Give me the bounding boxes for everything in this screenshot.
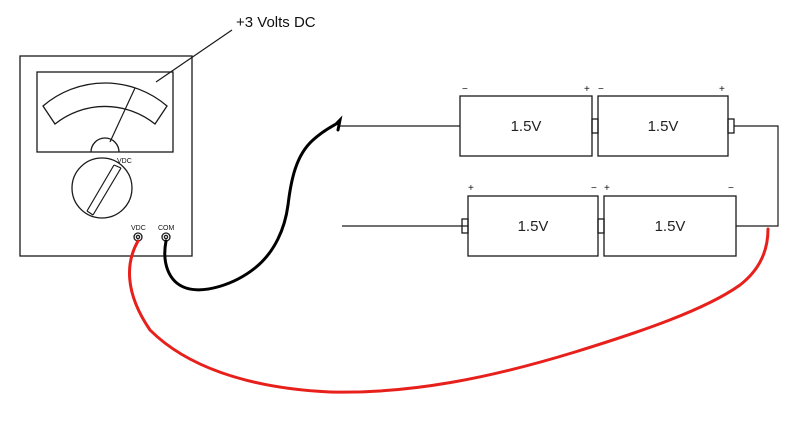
meter-case xyxy=(19,55,193,257)
cell-voltage-label: 1.5V xyxy=(518,218,549,235)
polarity-mark: − xyxy=(598,84,604,95)
vdc-jack-center xyxy=(135,234,141,240)
polarity-mark: + xyxy=(584,84,590,95)
polarity-mark: + xyxy=(604,183,610,194)
com-jack-center xyxy=(163,234,169,240)
jack-label-vdc: VDC xyxy=(131,225,146,232)
battery-terminal xyxy=(591,118,599,134)
battery-row-bottom: 1.5V 1.5V + − + − xyxy=(342,183,737,257)
battery-cell xyxy=(603,195,737,257)
voltage-annotation: +3 Volts DC xyxy=(236,14,316,31)
meter-needle xyxy=(109,87,136,143)
jack-label-com: COM xyxy=(158,225,175,232)
selector-dial[interactable] xyxy=(71,157,133,219)
polarity-mark: + xyxy=(719,84,725,95)
annotation-pointer xyxy=(155,29,233,83)
polarity-mark: − xyxy=(462,84,468,95)
cell-voltage-label: 1.5V xyxy=(655,218,686,235)
com-probe-lead[interactable] xyxy=(163,115,343,292)
battery-terminal xyxy=(597,218,605,234)
battery-terminal xyxy=(727,118,735,134)
polarity-mark: − xyxy=(728,183,734,194)
cell-voltage-label: 1.5V xyxy=(511,118,542,135)
needle-pivot xyxy=(90,137,120,153)
selector-vdc-label: VDC xyxy=(117,158,132,165)
meter-scale-arc xyxy=(42,82,168,125)
vdc-probe-lead[interactable] xyxy=(128,227,770,394)
polarity-mark: + xyxy=(468,183,474,194)
series-link-wire xyxy=(734,125,779,227)
selector-knob-pointer xyxy=(86,164,122,216)
meter-display-window xyxy=(36,71,174,153)
battery-row-top: 1.5V 1.5V − + − + xyxy=(340,84,735,157)
polarity-mark: − xyxy=(591,183,597,194)
analog-multimeter: VDC VDC COM xyxy=(19,55,193,257)
cell-voltage-label: 1.5V xyxy=(648,118,679,135)
